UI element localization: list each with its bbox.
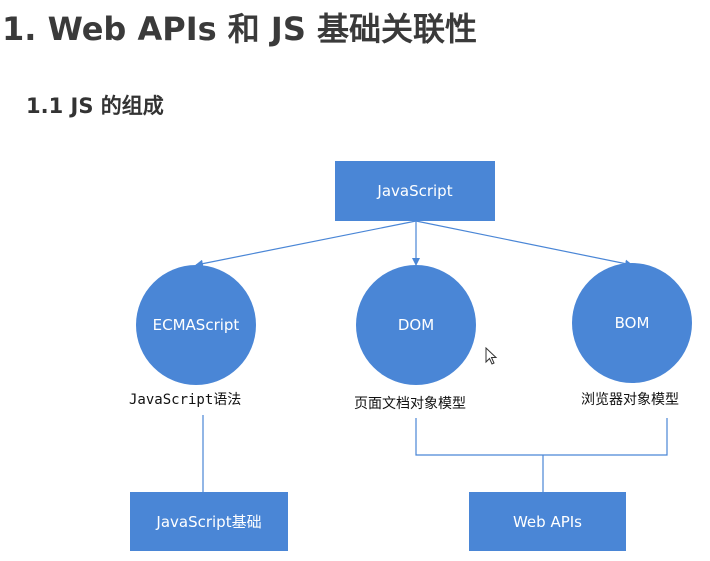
ecmascript-node: ECMAScript (136, 265, 256, 385)
dom-node: DOM (356, 265, 476, 385)
ecmascript-caption: JavaScript语法 (129, 392, 242, 408)
bom-node: BOM (572, 263, 692, 383)
arrow-to-ecmascript (195, 220, 417, 268)
mouse-cursor-icon (485, 347, 498, 365)
web-apis-node: Web APIs (469, 492, 626, 551)
bracket-dom-bom (415, 418, 668, 456)
javascript-basics-node: JavaScript基础 (130, 492, 288, 551)
page-title: 1. Web APIs 和 JS 基础关联性 (2, 10, 478, 48)
arrow-to-bom (415, 220, 633, 268)
section-title: 1.1 JS 的组成 (26, 94, 164, 118)
bom-caption: 浏览器对象模型 (581, 392, 679, 408)
dom-caption: 页面文档对象模型 (354, 396, 466, 412)
javascript-node: JavaScript (335, 161, 495, 221)
